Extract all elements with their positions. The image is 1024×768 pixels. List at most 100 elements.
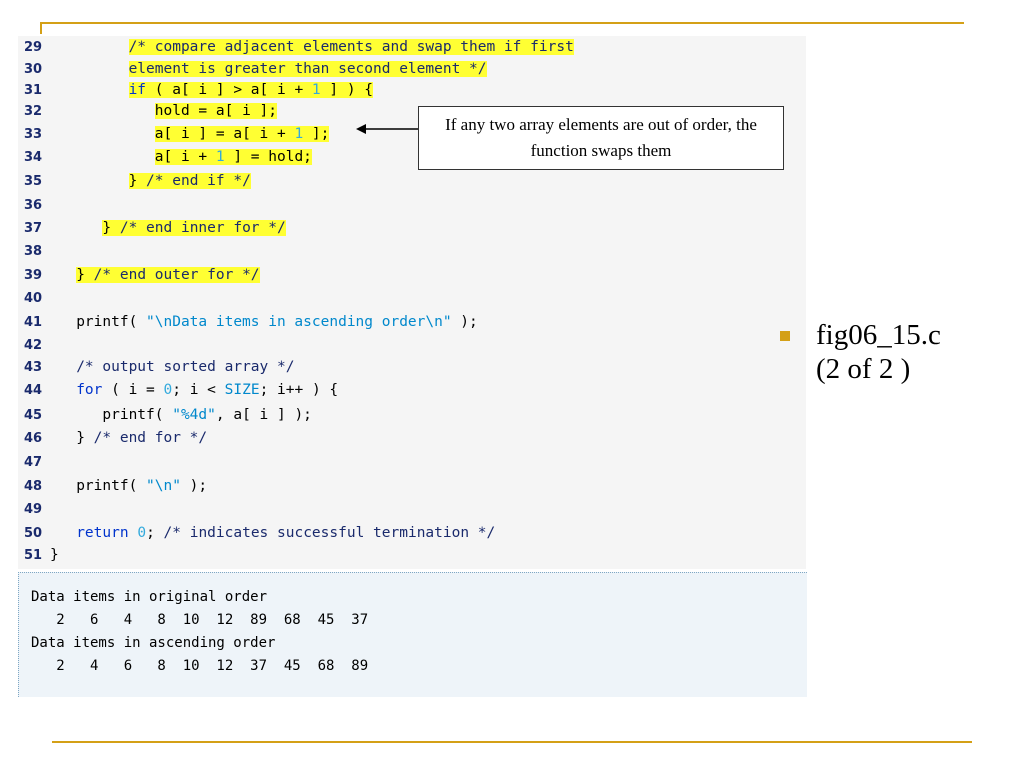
code-line: 29 /* compare adjacent elements and swap… xyxy=(18,36,574,58)
code-token xyxy=(50,359,76,375)
line-number: 32 xyxy=(24,103,43,119)
code-token xyxy=(50,220,102,236)
code-token: ); xyxy=(180,478,208,494)
line-number: 44 xyxy=(24,382,43,398)
code-line: 44 for ( i = 0; i < SIZE; i++ ) { xyxy=(18,379,338,401)
line-number: 41 xyxy=(24,314,43,330)
line-number: 49 xyxy=(24,501,43,517)
code-token: element is greater than second element *… xyxy=(128,61,487,77)
bottom-rule xyxy=(52,741,972,743)
code-line: 40 xyxy=(18,287,50,309)
code-text: if ( a[ i ] > a[ i + 1 ] ) { xyxy=(50,82,374,98)
code-token xyxy=(50,173,129,189)
line-number: 48 xyxy=(24,478,43,494)
caption-page: (2 of 2 ) xyxy=(816,353,911,385)
line-number: 36 xyxy=(24,197,43,213)
code-token: ( a[ i ] > a[ i + xyxy=(146,82,312,98)
code-token: /* indicates successful termination */ xyxy=(163,525,496,541)
line-number: 33 xyxy=(24,126,43,142)
code-text: printf( "\n" ); xyxy=(50,478,207,494)
code-text: } /* end if */ xyxy=(50,173,251,189)
code-text: } /* end inner for */ xyxy=(50,220,286,236)
code-token: hold = a[ i ]; xyxy=(154,103,277,119)
code-token xyxy=(50,39,129,55)
code-token: ); xyxy=(451,314,478,330)
code-token xyxy=(50,82,129,98)
code-token: "\nData items in ascending order\n" xyxy=(146,314,452,330)
top-rule-tick xyxy=(40,22,42,34)
code-token: , a[ i ] ); xyxy=(215,407,312,423)
code-token: /* end inner for */ xyxy=(119,220,286,236)
line-number: 34 xyxy=(24,149,43,165)
code-token xyxy=(50,103,155,119)
output-line: Data items in original order xyxy=(31,589,268,605)
code-token xyxy=(50,61,129,77)
code-line: 49 xyxy=(18,498,50,520)
line-number: 51 xyxy=(24,547,43,563)
code-token: } xyxy=(50,430,94,446)
code-token: ] ) { xyxy=(320,82,374,98)
code-line: 37 } /* end inner for */ xyxy=(18,217,286,239)
output-line: 2 4 6 8 10 12 37 45 68 89 xyxy=(31,658,369,674)
code-token xyxy=(50,382,76,398)
code-token xyxy=(50,525,76,541)
code-text: printf( "\nData items in ascending order… xyxy=(50,314,478,330)
code-token: SIZE xyxy=(224,382,260,398)
code-token: "\n" xyxy=(146,478,181,494)
line-number: 29 xyxy=(24,39,43,55)
code-text: } xyxy=(50,547,59,563)
code-token: 1 xyxy=(311,82,321,98)
code-token xyxy=(50,126,155,142)
caption-filename: fig06_15.c xyxy=(816,319,941,351)
code-token: for xyxy=(76,382,103,398)
code-token: ] = hold; xyxy=(224,149,312,165)
code-line: 31 if ( a[ i ] > a[ i + 1 ] ) { xyxy=(18,79,374,101)
line-number: 50 xyxy=(24,525,43,541)
slide-caption: fig06_15.c (2 of 2 ) xyxy=(816,318,941,386)
code-token: 0 xyxy=(137,525,147,541)
line-number: 45 xyxy=(24,407,43,423)
code-token: } xyxy=(50,547,59,563)
line-number: 38 xyxy=(24,243,43,259)
code-token: printf( xyxy=(50,314,147,330)
code-text: hold = a[ i ]; xyxy=(50,103,277,119)
code-token: /* end for */ xyxy=(93,430,208,446)
code-line: 33 a[ i ] = a[ i + 1 ]; xyxy=(18,123,330,145)
code-token: /* compare adjacent elements and swap th… xyxy=(128,39,574,55)
line-number: 40 xyxy=(24,290,43,306)
code-text: return 0; /* indicates successful termin… xyxy=(50,525,495,541)
line-number: 31 xyxy=(24,82,43,98)
line-number: 42 xyxy=(24,337,43,353)
code-token: ]; xyxy=(303,126,330,142)
program-output: Data items in original order 2 6 4 8 10 … xyxy=(18,572,807,697)
code-token: "%4d" xyxy=(172,407,216,423)
code-token: a[ i + xyxy=(154,149,216,165)
line-number: 39 xyxy=(24,267,43,283)
code-line: 50 return 0; /* indicates successful ter… xyxy=(18,522,495,544)
output-line: 2 6 4 8 10 12 89 68 45 37 xyxy=(31,612,369,628)
code-line: 35 } /* end if */ xyxy=(18,170,251,192)
code-line: 46 } /* end for */ xyxy=(18,427,207,449)
callout-arrow xyxy=(356,124,418,134)
code-token: 0 xyxy=(163,382,173,398)
code-text: a[ i ] = a[ i + 1 ]; xyxy=(50,126,330,142)
code-token: } xyxy=(128,173,147,189)
code-token xyxy=(50,149,155,165)
code-line: 39 } /* end outer for */ xyxy=(18,264,260,286)
code-token: ; xyxy=(146,525,164,541)
code-token: printf( xyxy=(50,407,173,423)
line-number: 46 xyxy=(24,430,43,446)
code-token: a[ i ] = a[ i + xyxy=(154,126,295,142)
code-token: if xyxy=(128,82,147,98)
code-token: 1 xyxy=(215,149,225,165)
code-line: 34 a[ i + 1 ] = hold; xyxy=(18,146,312,168)
code-line: 38 xyxy=(18,240,50,262)
code-token: /* output sorted array */ xyxy=(76,359,295,375)
code-token: /* end outer for */ xyxy=(93,267,260,283)
top-rule xyxy=(40,22,964,24)
code-token: } xyxy=(76,267,94,283)
code-token: ( i = xyxy=(102,382,164,398)
code-token: 1 xyxy=(294,126,304,142)
code-token: } xyxy=(102,220,120,236)
code-token: printf( xyxy=(50,478,147,494)
